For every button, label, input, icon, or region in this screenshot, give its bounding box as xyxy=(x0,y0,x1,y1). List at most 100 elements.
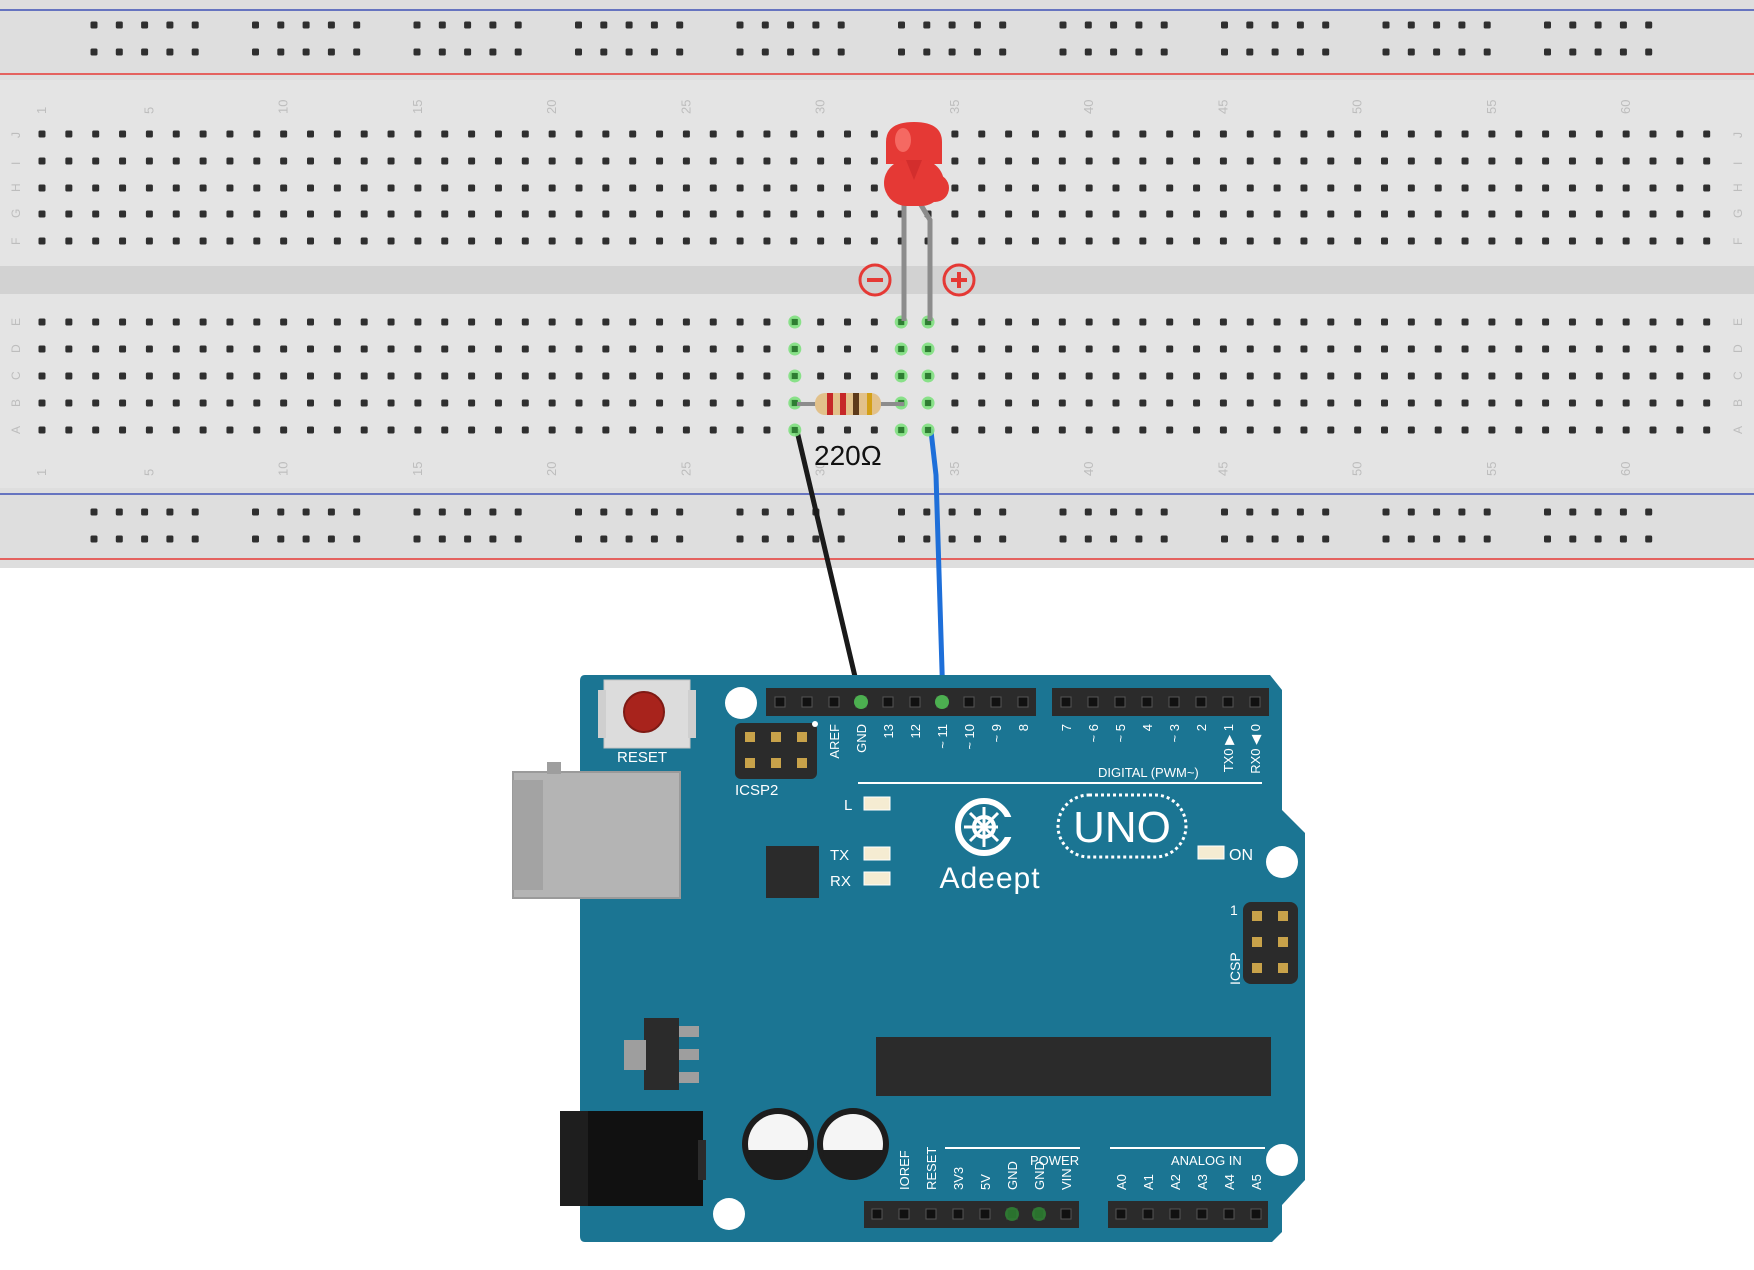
breadboard-hole xyxy=(1354,130,1362,138)
breadboard-hole xyxy=(1595,237,1603,245)
breadboard-hole xyxy=(65,184,73,192)
breadboard-hole xyxy=(1676,210,1684,218)
breadboard-hole xyxy=(38,210,46,218)
breadboard-hole xyxy=(1031,157,1039,165)
icsp2-pin xyxy=(771,758,781,768)
breadboard-hole xyxy=(1488,210,1496,218)
row-label-left: G xyxy=(9,209,23,218)
power-pin-hole xyxy=(871,1208,883,1220)
breadboard-hole xyxy=(870,318,878,326)
breadboard-hole xyxy=(360,157,368,165)
power-rail-hole xyxy=(1110,48,1118,56)
power-rail-hole xyxy=(327,535,335,543)
breadboard-hole xyxy=(1649,157,1657,165)
power-rail-hole xyxy=(1645,48,1653,56)
power-rail-hole xyxy=(252,508,259,516)
breadboard-hole xyxy=(817,130,825,138)
power-rail-hole xyxy=(923,508,931,516)
row-label-left: H xyxy=(9,183,23,192)
breadboard-hole xyxy=(548,210,556,218)
power-rail-hole xyxy=(898,508,905,516)
breadboard-hole xyxy=(333,372,341,380)
power-rail-hole xyxy=(999,535,1007,543)
breadboard-hole xyxy=(1461,157,1469,165)
breadboard-hole xyxy=(172,345,180,353)
breadboard-hole xyxy=(1112,237,1120,245)
breadboard-hole xyxy=(280,157,288,165)
breadboard-hole xyxy=(1381,426,1388,434)
breadboard-hole xyxy=(1166,184,1174,192)
icsp-pins xyxy=(1252,911,1288,973)
connected-pin xyxy=(1032,1207,1046,1221)
breadboard-hole xyxy=(951,130,959,138)
power-rail-hole xyxy=(1135,21,1143,29)
breadboard-hole xyxy=(1005,157,1013,165)
breadboard-hole xyxy=(1058,399,1066,407)
power-rail-hole xyxy=(166,21,174,29)
breadboard-hole xyxy=(1139,130,1147,138)
breadboard-hole xyxy=(1703,157,1711,165)
breadboard-hole xyxy=(1676,372,1684,380)
breadboard-hole xyxy=(1005,130,1013,138)
breadboard-hole xyxy=(1515,130,1523,138)
breadboard-hole xyxy=(1246,372,1254,380)
digital-pin-hole xyxy=(1195,696,1207,708)
breadboard-hole xyxy=(709,157,717,165)
highlighted-holes xyxy=(788,315,935,437)
breadboard-hole xyxy=(790,130,798,138)
breadboard-hole xyxy=(333,318,341,326)
power-rail-hole xyxy=(1382,535,1390,543)
power-rail-hole xyxy=(1296,508,1304,516)
breadboard-hole xyxy=(1515,184,1523,192)
breadboard-hole xyxy=(1005,426,1013,434)
breadboard-hole xyxy=(387,426,395,434)
breadboard-hole xyxy=(978,157,986,165)
digital-header-right xyxy=(1052,688,1269,716)
breadboard-hole xyxy=(1031,210,1039,218)
breadboard-hole xyxy=(1568,426,1576,434)
breadboard-hole xyxy=(333,426,341,434)
breadboard-hole xyxy=(280,184,288,192)
breadboard-hole xyxy=(199,237,207,245)
digital-pin-label: ~ 5 xyxy=(1113,724,1128,742)
breadboard-hole xyxy=(1085,210,1093,218)
reset-button[interactable] xyxy=(623,691,665,733)
breadboard-hole xyxy=(978,399,986,407)
connected-hole-center xyxy=(925,400,932,406)
breadboard-hole xyxy=(682,210,690,218)
breadboard-hole xyxy=(441,318,449,326)
power-rail-hole xyxy=(1569,21,1577,29)
breadboard: 1155101015152020252530303535404045455050… xyxy=(0,0,1754,568)
breadboard-hole xyxy=(1219,237,1227,245)
power-rail-hole xyxy=(1407,508,1415,516)
connected-hole-center xyxy=(791,427,798,433)
wires xyxy=(794,428,946,705)
power-rail-hole xyxy=(1483,48,1491,56)
breadboard-hole xyxy=(414,130,422,138)
power-rail-hole xyxy=(90,535,98,543)
breadboard-hole xyxy=(1139,210,1147,218)
breadboard-hole xyxy=(414,157,422,165)
top-power-rail xyxy=(0,0,1754,80)
breadboard-hole xyxy=(307,318,314,326)
breadboard-hole xyxy=(1354,157,1362,165)
row-label-left: C xyxy=(9,371,23,380)
breadboard-hole xyxy=(172,318,180,326)
power-rail-hole xyxy=(252,48,259,56)
breadboard-hole xyxy=(1568,318,1576,326)
breadboard-hole xyxy=(1488,237,1496,245)
breadboard-hole xyxy=(763,345,771,353)
breadboard-hole xyxy=(280,345,288,353)
breadboard-hole xyxy=(1112,372,1120,380)
breadboard-hole xyxy=(1488,345,1496,353)
breadboard-hole xyxy=(1193,210,1201,218)
breadboard-hole xyxy=(1568,237,1576,245)
breadboard-hole xyxy=(1407,372,1415,380)
digital-pin-hole xyxy=(963,696,975,708)
breadboard-hole xyxy=(602,345,610,353)
breadboard-hole xyxy=(682,345,690,353)
breadboard-hole xyxy=(441,372,449,380)
breadboard-hole xyxy=(253,184,261,192)
breadboard-hole xyxy=(119,372,127,380)
